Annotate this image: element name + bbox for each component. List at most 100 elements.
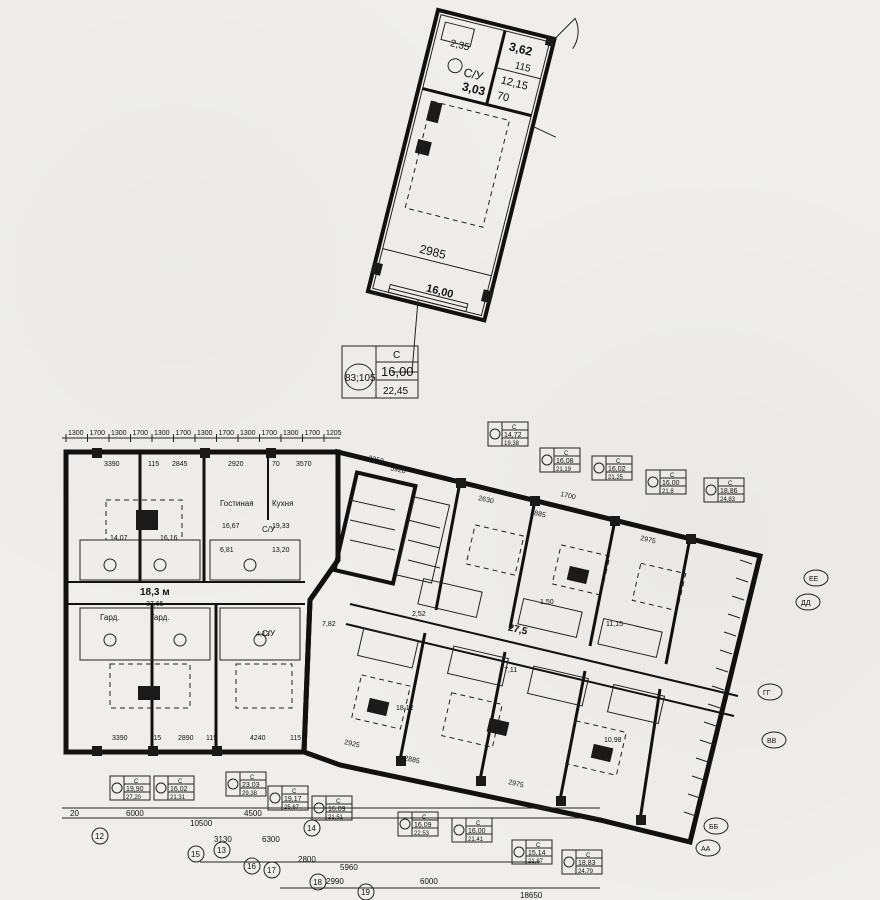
tag-living-area: 18,86 bbox=[720, 488, 738, 495]
left-block bbox=[63, 448, 341, 756]
tag-type: С bbox=[292, 789, 297, 795]
overall-dim-label: 18650 bbox=[520, 891, 543, 900]
area-label: 6,81 bbox=[220, 547, 234, 554]
callout-total-area: 22,45 bbox=[383, 386, 408, 397]
row-dim-label: 2920 bbox=[228, 461, 244, 468]
bottom-dim-label: 115 bbox=[206, 735, 217, 742]
unit-outer-wall bbox=[365, 7, 557, 323]
tag-total-area: 21,87 bbox=[528, 859, 544, 865]
area-label: 4,13 bbox=[256, 631, 270, 638]
grid-axis-bubble bbox=[695, 839, 721, 857]
tag-total-area: 21,25 bbox=[608, 475, 624, 481]
top-dim-label: 1700 bbox=[262, 430, 278, 437]
top-dim-label: 1300 bbox=[197, 430, 213, 437]
grid-axis-bubble bbox=[761, 731, 787, 749]
callout-leader bbox=[411, 299, 419, 373]
tag-total-area: 24,79 bbox=[578, 869, 594, 875]
top-dim-label: 1700 bbox=[90, 430, 106, 437]
area-label: 10,98 bbox=[604, 737, 622, 744]
grid-axis-bubble bbox=[303, 819, 321, 837]
diag-dim-label: 2925 bbox=[344, 739, 361, 749]
overall-dim-label: 2800 bbox=[298, 855, 316, 864]
bath-area-label: 3,62 bbox=[508, 39, 534, 58]
room-label-wardrobe-1: Гард. bbox=[100, 613, 120, 622]
hall-area-label: 2,35 bbox=[449, 38, 471, 53]
grid-axis-number: 16 bbox=[247, 862, 256, 871]
grid-axis-bubble bbox=[757, 683, 783, 701]
overall-dim-label: 2990 bbox=[326, 877, 344, 886]
tag-type: С bbox=[728, 481, 733, 487]
tag-total-area: 21,31 bbox=[170, 795, 186, 801]
grid-axis-number: 19 bbox=[361, 888, 370, 897]
dim-70-label: 70 bbox=[496, 90, 511, 105]
grid-axis-bubble bbox=[243, 857, 261, 875]
room-label-kitchen: Кухня bbox=[272, 499, 293, 508]
top-dim-label: 1300 bbox=[283, 430, 299, 437]
tag-type: С bbox=[178, 779, 183, 785]
tag-total-area: 25,67 bbox=[284, 805, 300, 811]
unit-detail: 3,62 115 12,15 70 2,35 С/У 3,03 2985 16,… bbox=[365, 7, 579, 323]
tag-type: С bbox=[670, 473, 675, 479]
tag-type: С bbox=[476, 821, 481, 827]
tag-total-area: 21,8 bbox=[662, 489, 674, 495]
tag-type: С bbox=[422, 815, 427, 821]
corridor-area-left-2: 37,65 bbox=[146, 601, 164, 608]
tag-type: С bbox=[586, 853, 591, 859]
diag-dim-label: 2975 bbox=[640, 535, 657, 545]
tag-living-area: 16,00 bbox=[662, 480, 680, 487]
tag-living-area: 14,72 bbox=[504, 432, 522, 439]
room-label-wc-1: С/У bbox=[262, 525, 276, 534]
area-label: 7,82 bbox=[322, 621, 336, 628]
diag-dim-label: 5920 bbox=[390, 465, 407, 475]
grid-axis-bubble bbox=[187, 845, 205, 863]
callout-type: С bbox=[393, 350, 400, 361]
top-dim-label: 1700 bbox=[219, 430, 235, 437]
grid-axis-letter: ДД bbox=[801, 600, 811, 607]
top-dim-label: 1300 bbox=[111, 430, 127, 437]
area-label: 14,07 bbox=[110, 535, 128, 542]
area-label: 2,52 bbox=[412, 611, 426, 618]
top-dim-label: 1300 bbox=[240, 430, 256, 437]
room-width-label: 2985 bbox=[418, 242, 448, 262]
row-dim-label: 70 bbox=[272, 461, 280, 468]
corridor-area-right: 27,5 bbox=[507, 622, 529, 637]
grid-axis-bubble bbox=[309, 873, 327, 891]
grid-axis-number: 14 bbox=[307, 824, 316, 833]
tag-type: С bbox=[564, 451, 569, 457]
grid-axis-letter: ББ bbox=[709, 824, 719, 831]
top-dim-label: 1700 bbox=[176, 430, 192, 437]
tag-type: С bbox=[536, 843, 541, 849]
overall-dim-label: 10500 bbox=[190, 819, 213, 828]
tag-type: С bbox=[616, 459, 621, 465]
overall-dim-label: 6300 bbox=[262, 835, 280, 844]
diag-dim-label: 1700 bbox=[560, 491, 577, 501]
tag-living-area: 15,14 bbox=[528, 850, 546, 857]
grid-axis-number: 18 bbox=[313, 878, 322, 887]
dim-1215-label: 12,15 bbox=[499, 74, 529, 92]
unit-area-tag: С15,14 21,87 bbox=[511, 839, 553, 865]
tag-living-area: 18,83 bbox=[578, 860, 596, 867]
diag-dim-label: 2885 bbox=[530, 509, 547, 519]
area-label: 19,33 bbox=[272, 523, 290, 530]
tag-type: С bbox=[250, 775, 255, 781]
unit-callout: 83;105 С 16,00 22,45 bbox=[341, 345, 419, 399]
area-label: 7,11 bbox=[504, 667, 517, 674]
area-label: 1,50 bbox=[540, 599, 554, 606]
right-block bbox=[301, 448, 764, 846]
bottom-dim-label: 2890 bbox=[178, 735, 194, 742]
tag-total-area: 27,20 bbox=[126, 795, 142, 801]
